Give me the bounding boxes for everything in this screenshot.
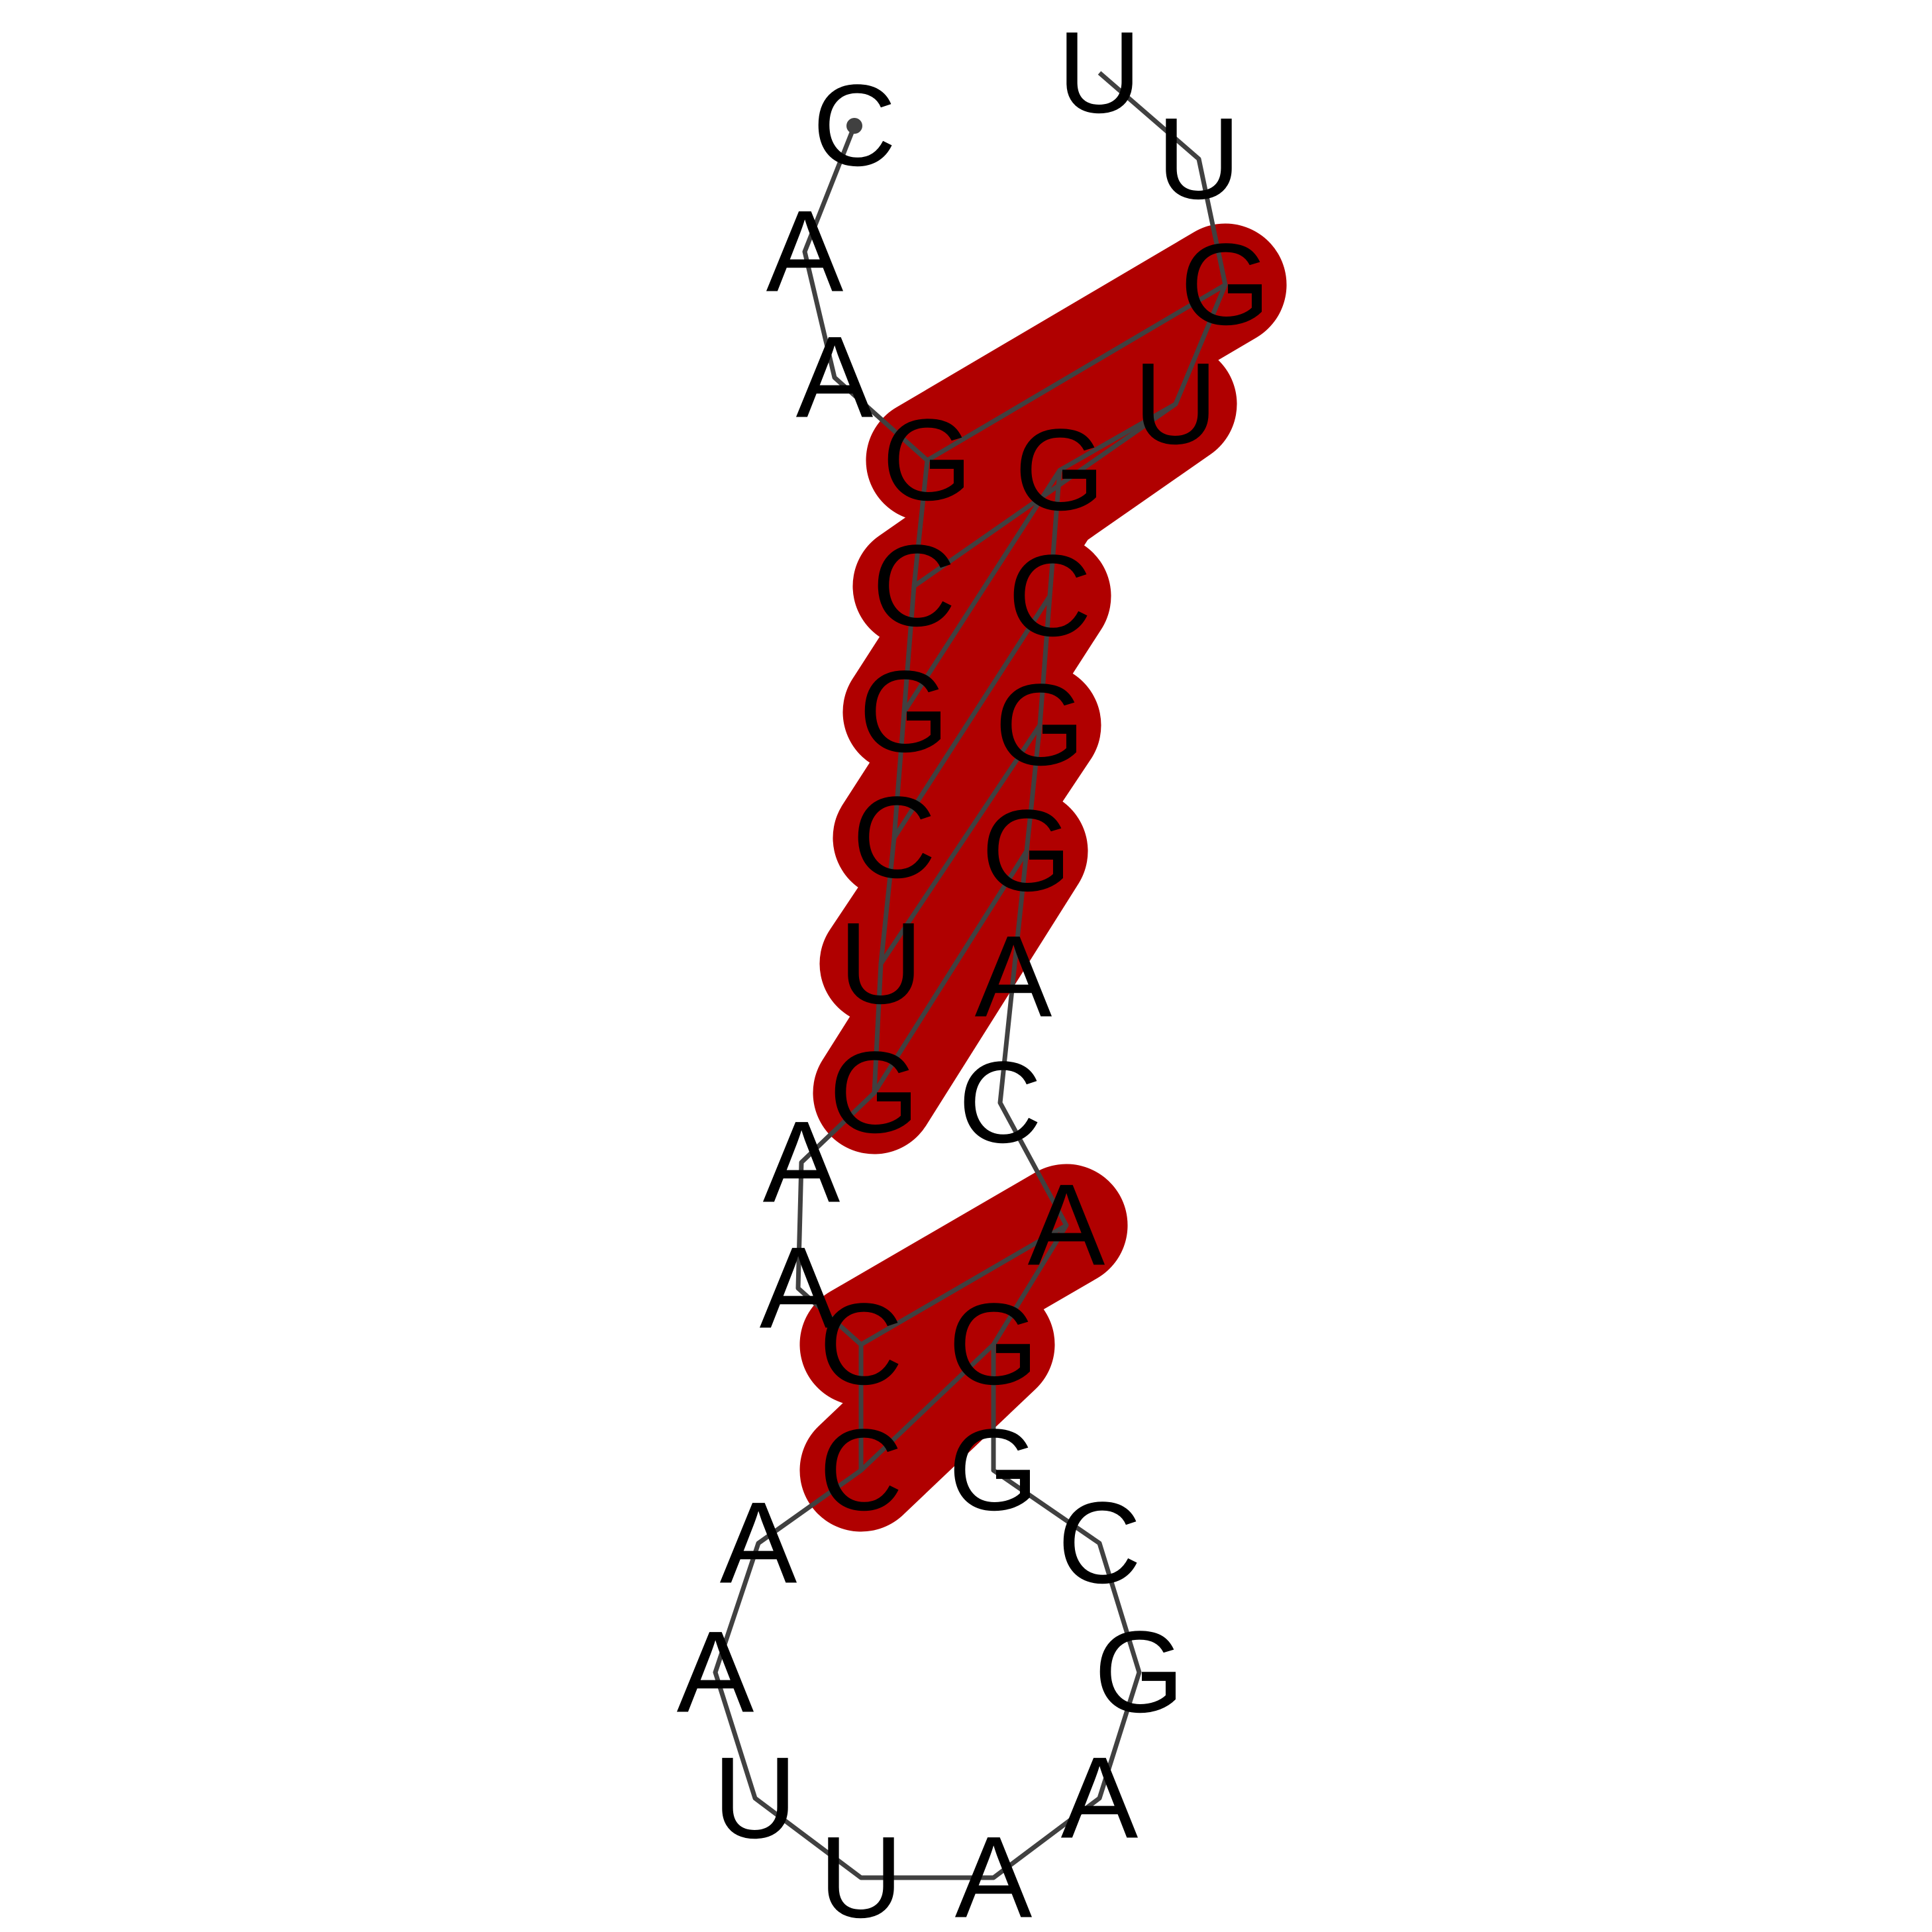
nucleotide-26: A [975, 913, 1052, 1042]
nucleotide-22: G [948, 1406, 1039, 1535]
nucleotide-1: C [813, 62, 896, 191]
nucleotide-33: U [1157, 95, 1241, 224]
nucleotide-29: C [1008, 532, 1092, 661]
backbone-line [713, 71, 1228, 1880]
nucleotide-18: A [955, 1813, 1033, 1932]
base-pair-bond [872, 850, 1029, 1094]
five-prime-start-marker [846, 118, 862, 134]
nucleotide-20: G [1094, 1608, 1184, 1737]
nucleotide-13: C [819, 1406, 903, 1535]
base-pair-bond [892, 595, 1052, 839]
base-pair-bonds [859, 282, 1227, 1472]
nucleotide-8: U [839, 899, 923, 1029]
nucleotide-12: C [819, 1280, 903, 1409]
nucleotide-28: G [995, 661, 1085, 790]
nucleotide-2: A [766, 187, 844, 317]
nucleotide-15: A [677, 1608, 754, 1737]
nucleotide-14: A [720, 1479, 797, 1608]
nucleotide-19: A [1061, 1734, 1139, 1863]
nucleotide-32: G [1180, 221, 1270, 350]
base-pair-bond [879, 724, 1042, 965]
nucleotide-3: A [796, 313, 874, 442]
nucleotide-10: A [763, 1098, 840, 1227]
base-pair-bond [859, 1343, 995, 1472]
nucleotide-31: U [1134, 340, 1217, 469]
nucleotide-24: A [1028, 1161, 1105, 1290]
nucleotide-23: G [948, 1280, 1039, 1409]
nucleotide-34: U [1058, 9, 1141, 138]
nucleotide-5: C [872, 522, 956, 651]
base-pair-bond [902, 469, 1062, 713]
nucleotide-16: U [713, 1734, 797, 1863]
nucleotide-25: C [958, 1039, 1042, 1168]
nucleotide-27: G [982, 787, 1072, 916]
nucleotide-21: C [1058, 1479, 1141, 1608]
nucleotide-11: A [760, 1224, 837, 1353]
base-pair-bond [860, 1223, 1068, 1347]
nucleotide-6: G [859, 648, 949, 777]
nucleotide-9: G [829, 1029, 919, 1158]
nucleotide-7: C [852, 774, 936, 903]
base-pair-bond [926, 282, 1227, 463]
nucleotide-4: G [882, 396, 972, 525]
nucleotide-30: G [1015, 406, 1105, 535]
nucleotide-17: U [819, 1813, 903, 1932]
